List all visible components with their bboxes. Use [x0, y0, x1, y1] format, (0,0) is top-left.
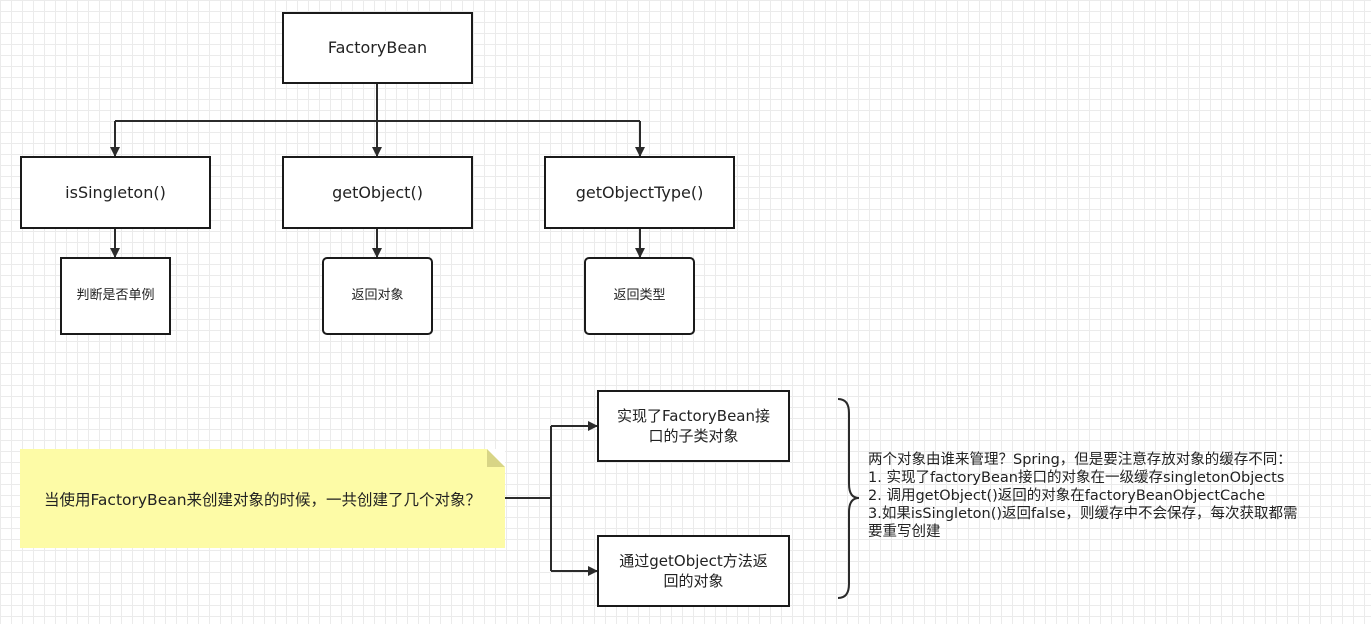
factorybean-node: FactoryBean [282, 12, 473, 84]
annotation-line-4: 3.如果isSingleton()返回false，则缓存中不会保存，每次获取都需 [868, 506, 1298, 522]
curly-brace [837, 398, 860, 599]
answer-2-line-1: 通过getObject方法返 [619, 552, 768, 570]
issingleton-desc-label: 判断是否单例 [76, 288, 155, 303]
answer-2-line-2: 回的对象 [663, 572, 724, 590]
issingleton-desc-node: 判断是否单例 [60, 257, 171, 335]
question-note: 当使用FactoryBean来创建对象的时候，一共创建了几个对象？ [20, 449, 505, 548]
annotation-line-5: 要重写创建 [868, 524, 941, 540]
getobjecttype-desc-node: 返回类型 [584, 257, 695, 335]
getobjecttype-desc-label: 返回类型 [613, 288, 666, 303]
annotation-line-2: 1. 实现了factoryBean接口的对象在一级缓存singletonObje… [868, 470, 1285, 486]
issingleton-label: isSingleton() [65, 182, 166, 202]
question-text: 当使用FactoryBean来创建对象的时候，一共创建了几个对象？ [43, 490, 482, 509]
note-fold-corner [487, 449, 505, 467]
getobjecttype-node: getObjectType() [544, 156, 735, 229]
getobject-node: getObject() [282, 156, 473, 229]
factorybean-label: FactoryBean [327, 38, 428, 57]
annotation-line-3: 2. 调用getObject()返回的对象在factoryBeanObjectC… [868, 488, 1266, 504]
answer-node-2: 通过getObject方法返 回的对象 [597, 535, 790, 607]
issingleton-node: isSingleton() [20, 156, 211, 229]
answer-1-line-2: 口的子类对象 [648, 427, 739, 445]
annotation-line-1: 两个对象由谁来管理？Spring，但是要注意存放对象的缓存不同： [868, 452, 1292, 468]
answer-node-1: 实现了FactoryBean接 口的子类对象 [597, 390, 790, 462]
getobject-label: getObject() [332, 182, 423, 202]
annotation-text: 两个对象由谁来管理？Spring，但是要注意存放对象的缓存不同： 1. 实现了f… [868, 451, 1368, 541]
getobject-desc-label: 返回对象 [351, 288, 404, 303]
getobject-desc-node: 返回对象 [322, 257, 433, 335]
getobjecttype-label: getObjectType() [575, 182, 704, 202]
answer-1-line-1: 实现了FactoryBean接 [616, 407, 770, 425]
